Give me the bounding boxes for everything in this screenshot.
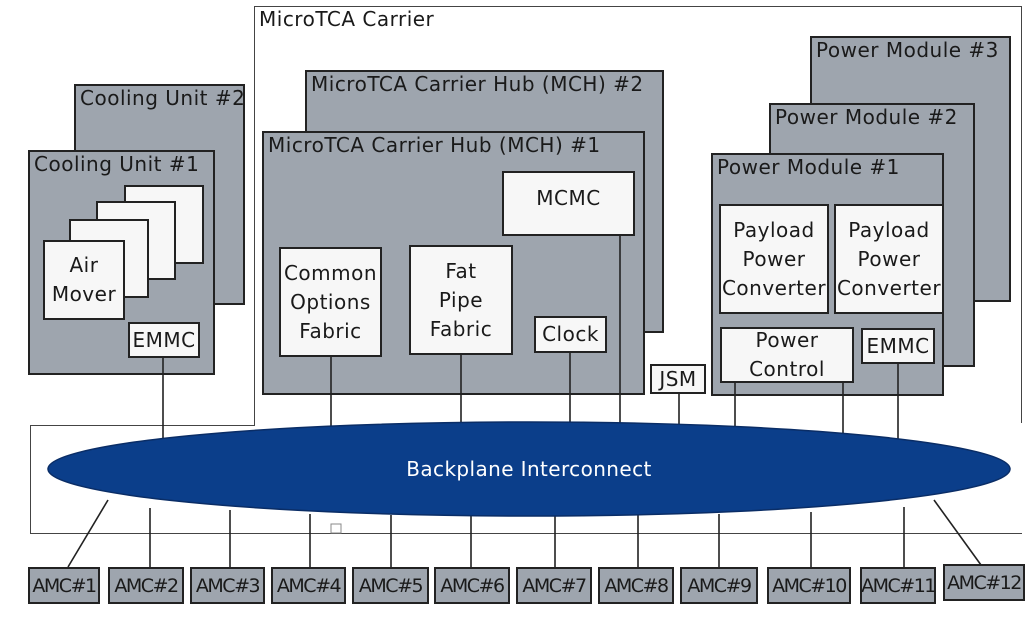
cooling-unit-1-title: Cooling Unit #1 [34, 152, 200, 176]
amc-9: AMC#9 [680, 567, 758, 604]
cooling-unit-2-title: Cooling Unit #2 [80, 86, 246, 110]
fat-pipe-fabric: Fat Pipe Fabric [409, 245, 513, 355]
power-module-3-title: Power Module #3 [816, 38, 999, 62]
power-control: Power Control [720, 327, 854, 383]
air-mover: Air Mover [43, 240, 125, 320]
common-options-fabric: Common Options Fabric [279, 247, 382, 357]
amc-1: AMC#1 [28, 567, 100, 604]
mcmc: MCMC [502, 171, 635, 236]
power-emmc: EMMC [861, 328, 935, 364]
amc-6: AMC#6 [434, 567, 510, 604]
payload-power-converter-2: Payload Power Converter [834, 204, 944, 314]
mch-2-title: MicroTCA Carrier Hub (MCH) #2 [311, 72, 644, 96]
amc-5: AMC#5 [352, 567, 429, 604]
amc-12: AMC#12 [943, 564, 1025, 601]
power-module-1-title: Power Module #1 [717, 155, 900, 179]
amc-3: AMC#3 [190, 567, 265, 604]
jsm: JSM [650, 364, 706, 394]
amc-4: AMC#4 [271, 567, 346, 604]
power-module-2-title: Power Module #2 [775, 105, 958, 129]
amc-10: AMC#10 [767, 567, 851, 604]
amc-2: AMC#2 [108, 567, 184, 604]
clock: Clock [534, 316, 607, 353]
cooling-emmc: EMMC [128, 322, 200, 358]
carrier-title: MicroTCA Carrier [259, 7, 435, 31]
backplane-interconnect-label: Backplane Interconnect [406, 457, 652, 481]
backplane-ellipse [47, 421, 1011, 517]
payload-power-converter-1: Payload Power Converter [719, 204, 829, 314]
mch-1-title: MicroTCA Carrier Hub (MCH) #1 [268, 133, 601, 157]
amc-8: AMC#8 [598, 567, 674, 604]
amc-7: AMC#7 [516, 567, 592, 604]
amc-11: AMC#11 [860, 567, 936, 604]
